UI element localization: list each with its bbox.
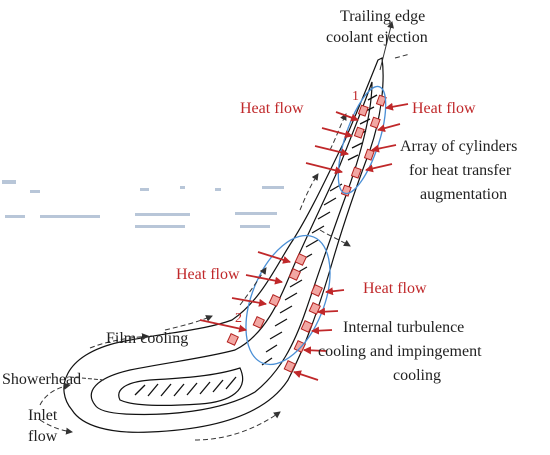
label-inlet-line2: flow [28,428,58,445]
label-film-cooling: Film cooling [106,330,188,347]
blade-inner-cavity [90,81,373,416]
label-region-1: 1 [352,89,359,104]
region-1-outline [337,85,387,195]
trailing-edge-flow-mark [394,53,411,59]
label-heat-flow-region1-right: Heat flow [412,100,476,117]
label-trailing-edge-line1: Trailing edge [340,8,425,25]
label-array-line1: Array of cylinders [400,138,517,155]
blade-outer-outline [63,57,384,433]
heat-flow-arrows-region-1 [305,102,409,175]
label-array-line3: augmentation [420,186,507,203]
heat-flow-arrows-region-2 [199,251,345,381]
label-inlet-line1: Inlet [28,407,58,424]
label-trailing-edge-line2: coolant ejection [326,29,428,46]
cylinder-array-mid [226,253,323,373]
label-internal-line1: Internal turbulence [343,319,464,336]
label-internal-line3: cooling [393,367,441,384]
faint-background-marks [2,180,284,228]
label-array-line2: for heat transfer [409,162,512,179]
turbulator-ribs-leading [134,376,237,397]
label-internal-line2: cooling and impingement [318,343,482,360]
label-region-2: 2 [235,311,242,326]
label-heat-flow-region2-left: Heat flow [176,266,240,283]
leading-edge-loop [118,367,244,407]
label-heat-flow-region2-right: Heat flow [363,280,427,297]
trailing-edge-ejection-arrow [379,21,394,71]
label-heat-flow-region1-left: Heat flow [240,100,304,117]
label-showerhead: Showerhead [2,371,81,388]
external-flow-streaks [39,113,351,441]
